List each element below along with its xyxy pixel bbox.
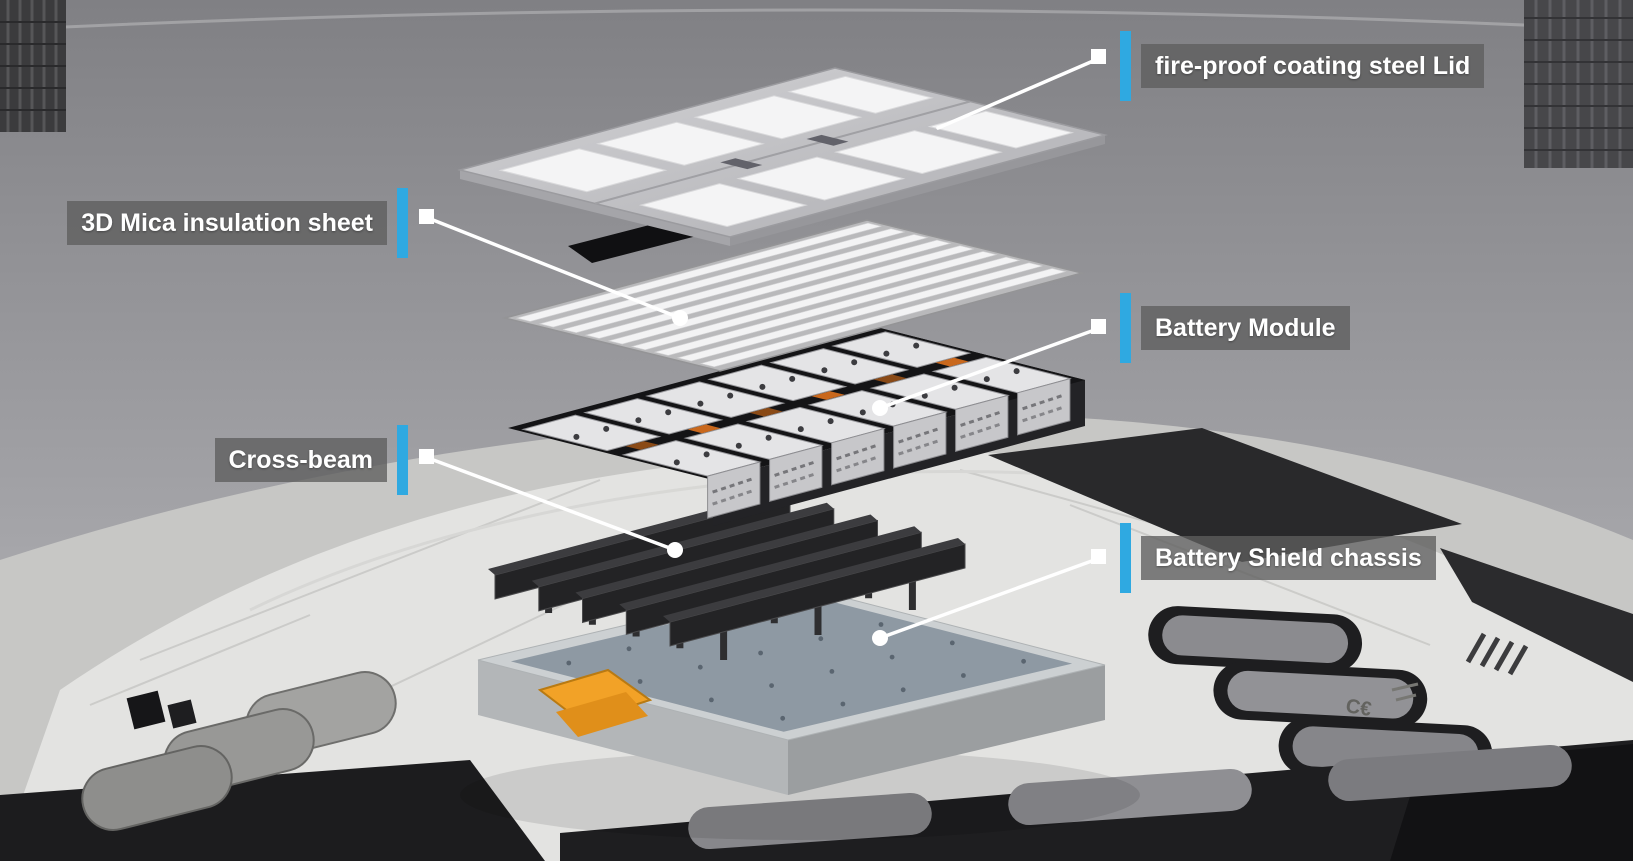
label-text: fire-proof coating steel Lid [1141, 43, 1485, 89]
label-mica-sheet: 3D Mica insulation sheet [67, 188, 408, 258]
label-text: Battery Shield chassis [1141, 535, 1436, 581]
callout-square-mica [419, 209, 434, 224]
label-text: Battery Module [1141, 305, 1350, 351]
ce-marking: C€ [1344, 695, 1373, 721]
label-text: Cross-beam [214, 437, 387, 483]
label-battery-shield-chassis: Battery Shield chassis [1120, 523, 1436, 593]
callout-line-lid [936, 56, 1102, 130]
accent-bar-icon [1120, 293, 1131, 363]
floor-slots-left [0, 671, 545, 861]
callout-line-module [878, 326, 1102, 410]
battery-pack-illustration [457, 67, 1108, 795]
callout-line-crossbeam [426, 456, 677, 552]
wall-vent-right-icon [1524, 0, 1633, 168]
label-battery-module: Battery Module [1120, 293, 1350, 363]
floor-band-bottom [560, 740, 1633, 861]
callout-square-lid [1091, 49, 1106, 64]
callout-dot-mica [672, 310, 688, 326]
label-cross-beam: Cross-beam [214, 425, 408, 495]
callout-line-chassis [878, 556, 1102, 640]
accent-bar-icon [397, 425, 408, 495]
callout-dot-module [872, 400, 888, 416]
accent-bar-icon [397, 188, 408, 258]
wall-vent-left-icon [0, 0, 66, 132]
callout-line-mica [426, 216, 682, 320]
label-text: 3D Mica insulation sheet [67, 200, 387, 246]
callout-square-chassis [1091, 549, 1106, 564]
callout-square-module [1091, 319, 1106, 334]
accent-bar-icon [1120, 523, 1131, 593]
callout-lines [419, 49, 1106, 646]
floor-slots-right [988, 428, 1633, 784]
label-steel-lid: fire-proof coating steel Lid [1120, 31, 1485, 101]
callout-dot-crossbeam [667, 542, 683, 558]
callout-square-crossbeam [419, 449, 434, 464]
accent-bar-icon [1120, 31, 1131, 101]
callout-dot-chassis [872, 630, 888, 646]
